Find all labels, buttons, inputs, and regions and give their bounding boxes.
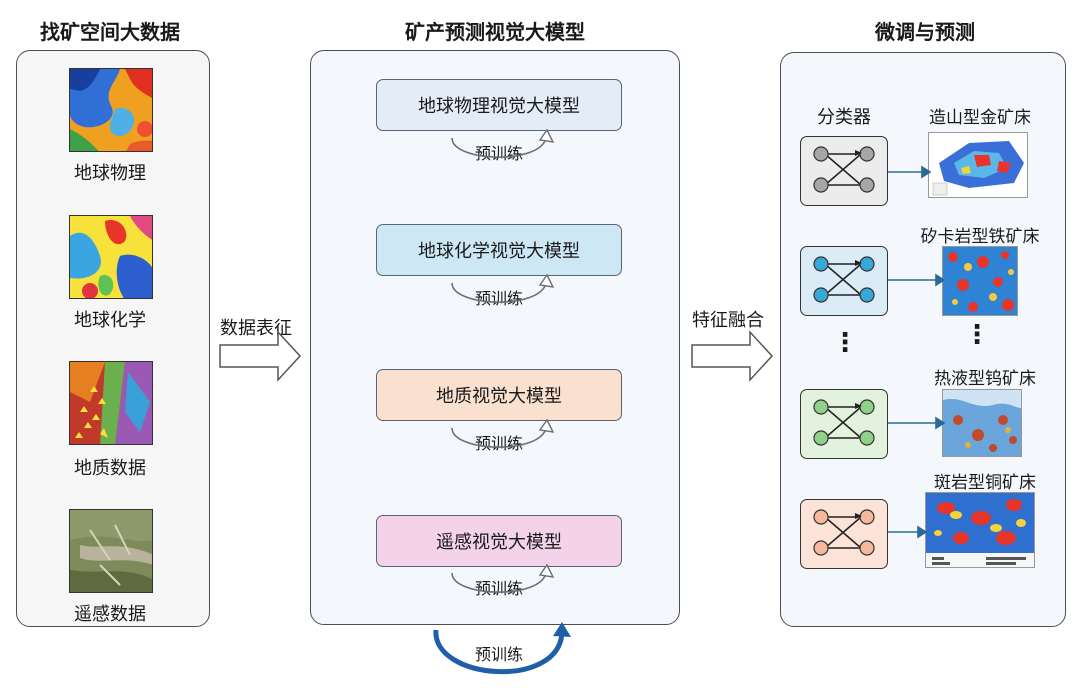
model-geophysics-label: 地球物理视觉大模型 [418,96,580,117]
deposit-label-tungsten: 热液型钨矿床 [934,369,1036,389]
deposit-label-gold: 造山型金矿床 [929,108,1031,128]
representation-label: 数据表征 [220,318,292,339]
model-geology: 地质视觉大模型 [376,369,622,421]
geophysics-label: 地球物理 [74,163,146,184]
pretrain-label: 预训练 [474,144,523,163]
deposit-label-copper: 斑岩型铜矿床 [934,473,1036,493]
geophysics-map [69,68,153,152]
tungsten-prediction-map [942,389,1022,457]
remote-sensing-image [69,509,153,593]
model-geology-label: 地质视觉大模型 [436,386,562,407]
geology-map [69,361,153,445]
model-remote-sensing-label: 遥感视觉大模型 [436,532,562,553]
geochemistry-map [69,215,153,299]
model-geochemistry: 地球化学视觉大模型 [376,224,622,276]
gold-prediction-map [928,132,1028,198]
classifier-blue [800,246,888,316]
model-geophysics: 地球物理视觉大模型 [376,79,622,131]
model-geochemistry-label: 地球化学视觉大模型 [418,241,580,262]
geochemistry-label: 地球化学 [74,310,146,331]
classifier-green [800,389,888,459]
copper-prediction-map [925,492,1035,568]
title-finetune: 微调与预测 [875,20,975,44]
bottom-pretrain-label: 预训练 [474,645,523,664]
classifier-ellipsis: ⋮ [832,328,858,358]
title-data: 找矿空间大数据 [40,20,180,44]
remote-sensing-label: 遥感数据 [74,604,146,625]
pretrain-label: 预训练 [474,579,523,598]
iron-prediction-map [942,246,1018,316]
model-remote-sensing: 遥感视觉大模型 [376,515,622,567]
geology-label: 地质数据 [74,458,146,479]
deposit-ellipsis: ⋮ [964,320,990,350]
classifier-header: 分类器 [817,107,871,128]
fusion-arrow [691,330,774,382]
pretrain-label: 预训练 [474,289,523,308]
deposit-label-iron: 矽卡岩型铁矿床 [920,227,1040,247]
pretrain-label: 预训练 [474,434,523,453]
fusion-label: 特征融合 [692,310,764,331]
title-model: 矿产预测视觉大模型 [405,20,585,44]
classifier-orange [800,499,888,569]
classifier-gray [800,136,888,206]
